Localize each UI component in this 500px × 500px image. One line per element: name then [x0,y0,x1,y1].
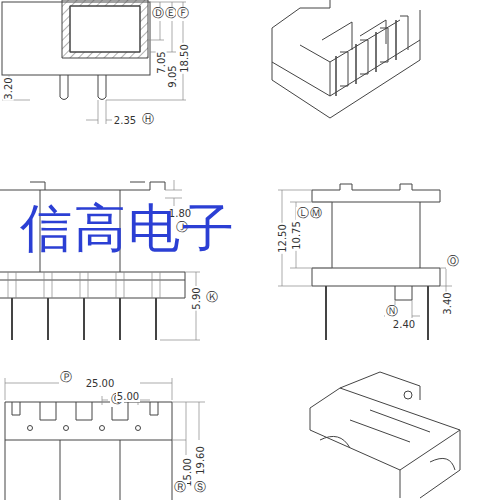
dimension-value: 3.20 [3,76,14,100]
callout-letter: Ⓛ [296,207,310,220]
dimension-value: 2.35 [113,115,137,126]
dimension-value: 12.50 [276,223,287,254]
dimension-value: 18.50 [178,43,189,74]
callout-letter: Ⓓ [151,7,165,20]
dimension-value: 19.60 [194,445,205,476]
callout-letter: Ⓕ [176,7,190,20]
dimension-value: 9.05 [166,64,177,88]
iso-view-top [272,0,420,118]
end-view [278,184,452,340]
dimension-value: 10.75 [290,220,301,251]
callout-letter: Ⓜ [309,207,323,220]
callout-letter: Ⓗ [141,113,155,126]
callout-letter: Ⓝ [385,305,399,318]
dimension-value: 2.40 [392,319,416,330]
iso-view-bottom [310,372,460,498]
dimension-value: 5.90 [190,286,201,310]
callout-letter: Ⓚ [205,291,219,304]
dimension-value: 5.00 [116,391,140,402]
dimension-value: 7.05 [155,50,166,74]
callout-letter: Ⓞ [446,255,460,268]
top-view [2,0,186,124]
dimension-value: 25.00 [85,378,116,389]
callout-letter: Ⓡ [173,481,187,494]
dimension-value: 3.40 [441,291,452,315]
callout-letter: Ⓟ [59,371,73,384]
callout-letter: Ⓢ [193,481,207,494]
watermark: 信高电子 [20,202,236,254]
plan-view [5,378,205,500]
